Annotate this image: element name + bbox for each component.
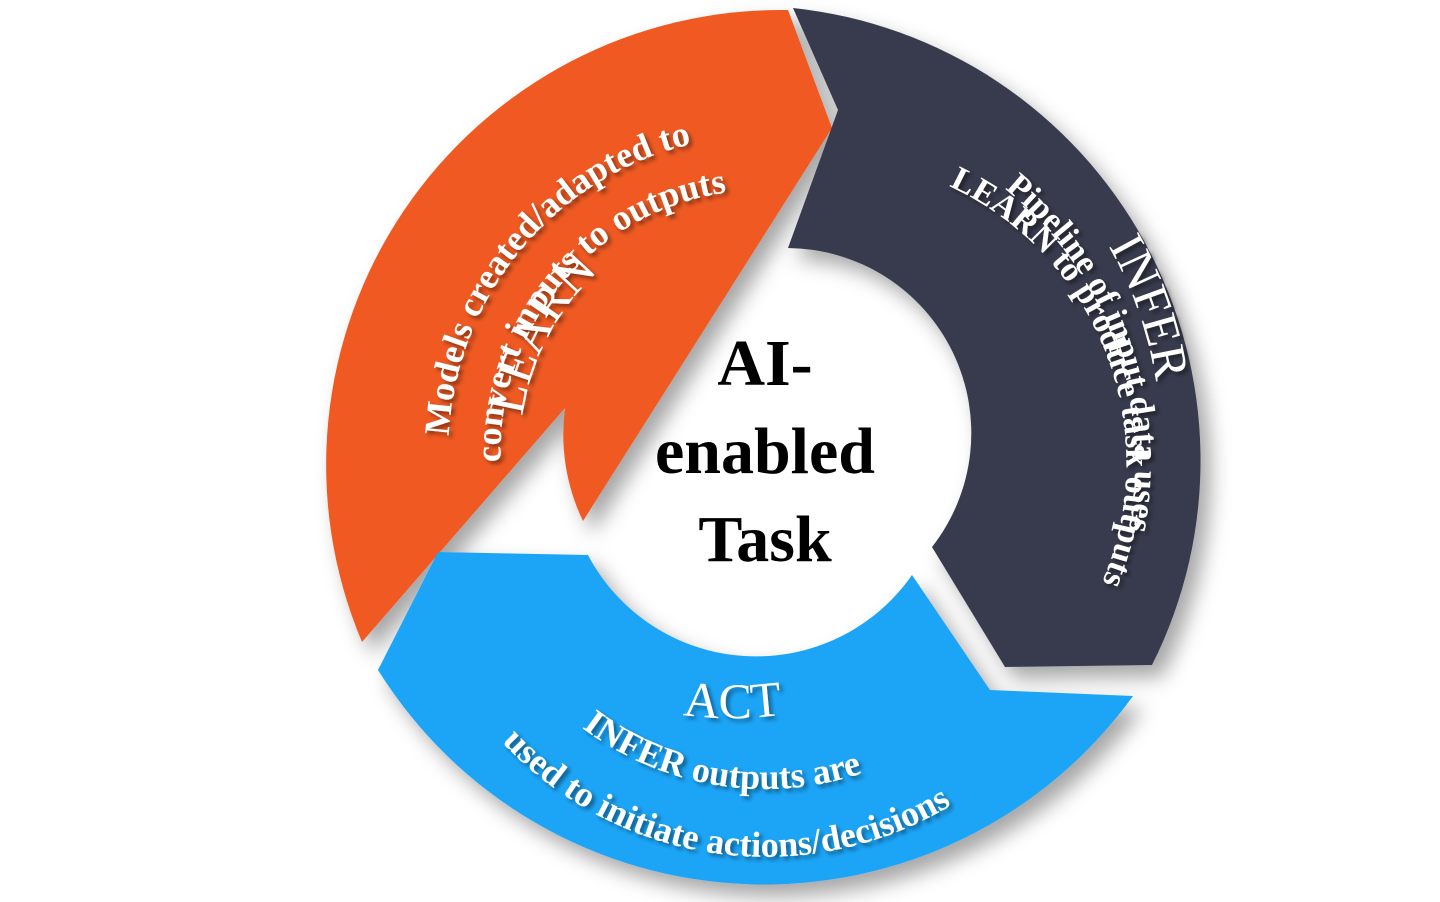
center-label: AI- enabled Task xyxy=(655,327,875,576)
act-title: ACT xyxy=(682,670,784,729)
center-line-1: AI- xyxy=(717,327,812,400)
center-line-3: Task xyxy=(698,503,832,576)
learn-segment xyxy=(326,9,832,642)
center-line-2: enabled xyxy=(655,415,875,488)
infer-segment xyxy=(788,8,1201,667)
act-segment xyxy=(378,552,1133,885)
